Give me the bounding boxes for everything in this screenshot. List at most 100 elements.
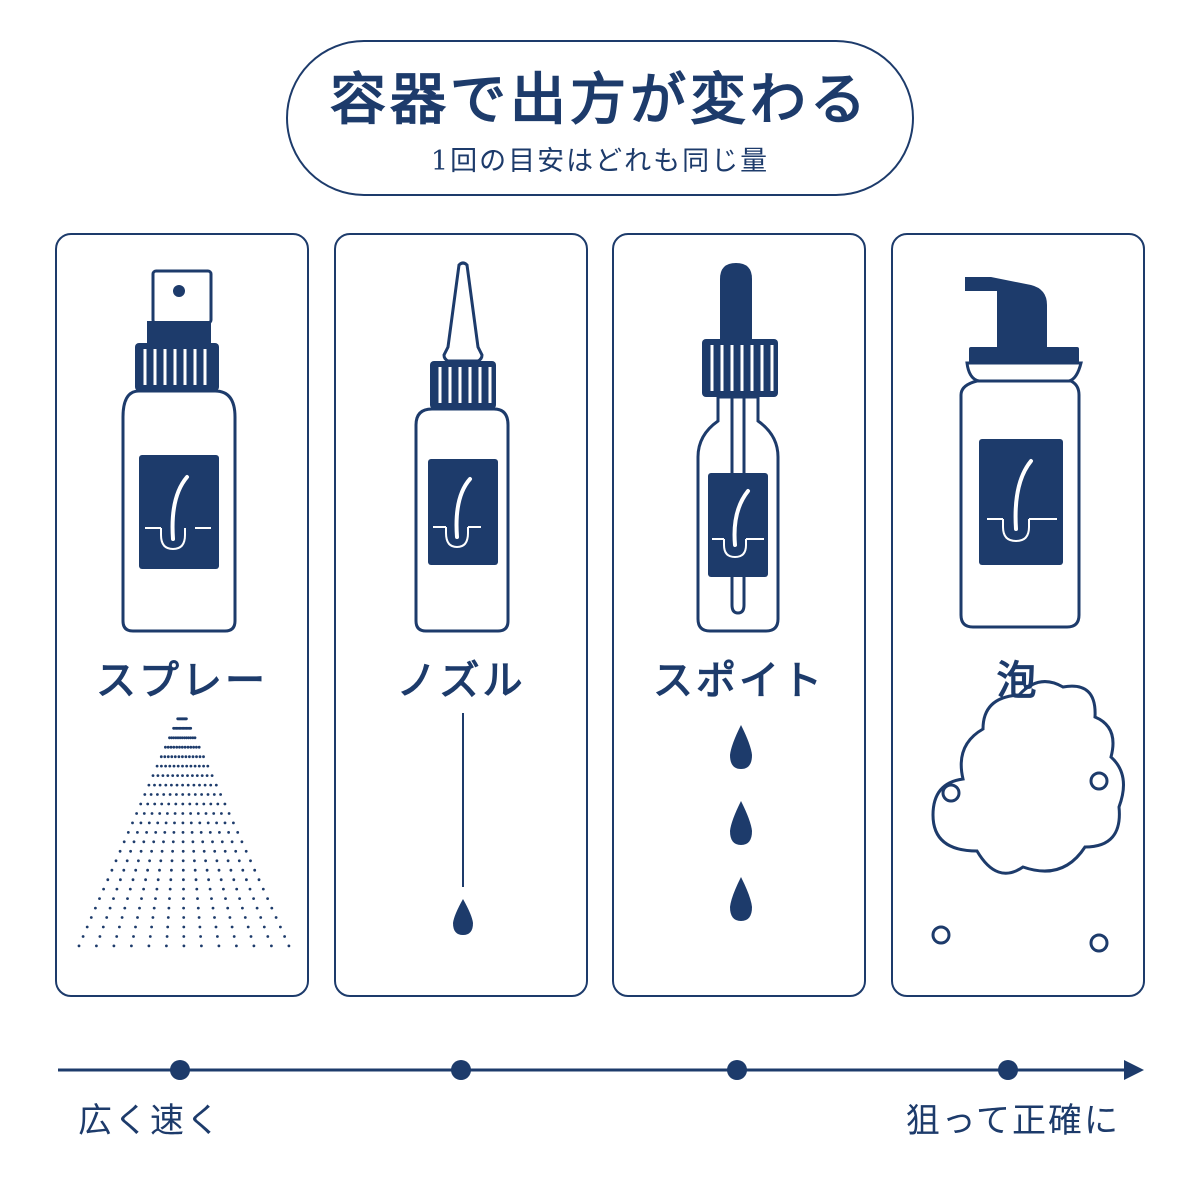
mist-dot [235,887,239,891]
scale-right-label: 狙って正確に [905,1101,1120,1141]
mist-dot [105,916,109,919]
mist-dot [181,840,185,844]
mist-dot [110,868,114,872]
foam-cloud-icon [931,680,1125,875]
mist-dot [118,925,121,929]
mist-dot [184,755,188,759]
mist-dot [196,897,199,900]
mist-dot [227,831,231,834]
mist-dot [129,849,132,853]
mist-dot [170,736,173,740]
mist-dot [226,906,230,910]
mist-dot [219,793,223,796]
mist-dot [252,944,256,948]
mist-dot [197,916,201,919]
mist-dot [270,906,274,910]
mist-dot [140,897,143,900]
mist-dot [200,793,204,796]
mist-dot [172,831,176,834]
mist-dot [245,878,248,882]
mist-dot [166,812,169,815]
mist-dot [139,849,143,853]
mist-dot [168,897,171,900]
mist-dot [147,944,151,948]
mist-dot [169,745,173,749]
mist-dot [213,849,217,853]
mist-dot [176,774,179,777]
mist-dot [167,906,171,910]
mist-dot [181,755,184,759]
label-spray: スプレー [96,657,268,704]
mist-dot [180,736,184,740]
mist-dot [217,944,221,948]
mist-dot [176,764,180,768]
mist-dot [161,774,165,777]
mist-dot [257,878,261,882]
mist-dot [209,802,213,806]
mist-dot [230,840,234,844]
title-banner: 容器で出方が変わる 1回の目安はどれも同じ量 [286,40,914,196]
mist-dot [156,793,159,796]
bubble-icon [1089,933,1109,953]
mist-dot [150,925,153,929]
mist-dot [186,745,190,749]
mist-dot [156,821,160,825]
mist-dot [170,755,174,759]
mist-dot [77,944,81,948]
mist-dot [89,916,93,919]
mist-dot [182,916,186,919]
scale-point-spray [170,1060,190,1080]
bubble-icon [931,925,951,945]
mist-dot [212,793,216,796]
mist-dot [186,774,189,777]
mist-dot [182,897,185,900]
mist-dot [191,840,195,844]
mist-dot [144,878,147,882]
mist-dot [198,783,201,787]
label-dropper: スポイト [653,657,825,704]
mist-dot [156,878,160,882]
mist-dot [195,755,198,759]
mist-dot [246,925,250,929]
mist-dot [102,887,105,891]
mist-dot [181,831,185,834]
mist-dot [134,868,138,872]
mist-dot [185,717,188,721]
scale-point-foam [998,1060,1018,1080]
mist-dot [131,878,135,882]
mist-dot [200,944,203,948]
mist-dot [229,868,233,872]
mist-dot [202,764,206,768]
mist-dot [237,859,241,863]
mist-dot [274,916,278,919]
mist-dot [151,916,155,919]
mist-dot [218,831,221,834]
drop-icon-3 [730,877,752,921]
mist-dot [191,774,194,777]
mist-dot [232,878,236,882]
mist-dot [152,840,156,844]
mist-dot [181,774,184,777]
mist-dot [232,935,236,938]
mist-dot [241,906,244,910]
mist-dot [206,764,210,768]
mist-dot [224,897,227,900]
mist-dot [153,783,156,787]
dropper-bottle-icon [696,263,780,921]
mist-dot [236,831,240,834]
mist-dot [131,821,134,825]
mist-dot [136,916,139,919]
mist-dot [190,831,194,834]
mist-dot [160,764,163,768]
mist-dot [168,736,171,740]
mist-dot [155,887,159,891]
mist-dot [279,925,282,929]
mist-dot [114,859,118,863]
mist-dot [204,859,208,863]
label-foam: 泡 [996,657,1040,704]
mist-dot [173,821,176,825]
mist-dot [195,887,199,891]
mist-dot [238,897,242,900]
mist-dot [163,755,167,759]
scale-point-nozzle [451,1060,471,1080]
